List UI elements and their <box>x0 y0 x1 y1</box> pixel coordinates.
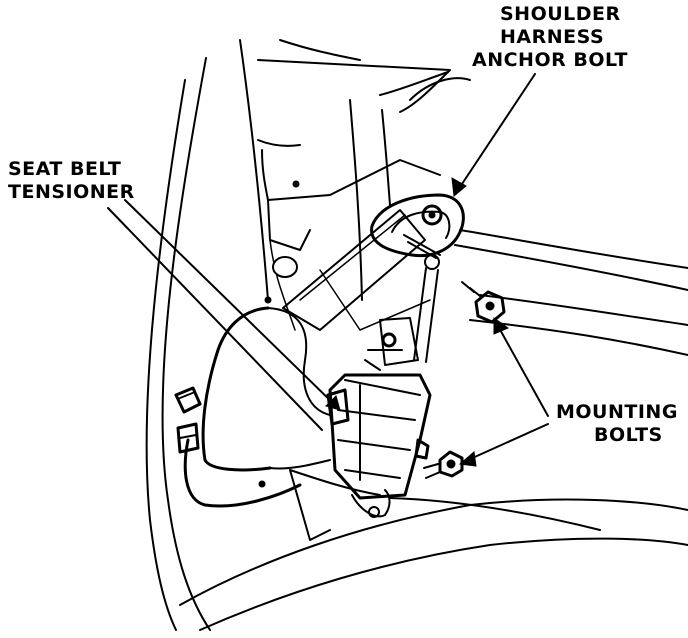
mounting-bolts-label: MOUNTING BOLTS <box>556 401 678 447</box>
shoulder-anchor-assembly <box>370 193 465 270</box>
panel-clips <box>258 180 300 488</box>
body-panel-outlines <box>145 39 688 631</box>
label-line: ANCHOR BOLT <box>472 49 628 71</box>
leader-lines <box>107 73 549 467</box>
mounting-bolt-upper <box>461 281 506 324</box>
label-line: SHOULDER <box>500 3 621 25</box>
wire-connectors <box>174 386 202 454</box>
label-line: MOUNTING <box>556 401 678 423</box>
label-line: HARNESS <box>500 26 605 48</box>
seat-belt-webbing <box>282 209 426 331</box>
label-line: TENSIONER <box>8 181 135 203</box>
label-line: BOLTS <box>594 424 663 446</box>
wire-harness <box>183 306 331 508</box>
guide-rod <box>413 267 439 363</box>
shoulder-harness-anchor-bolt-label: SHOULDER HARNESS ANCHOR BOLT <box>472 3 628 72</box>
mounting-bolt-lower <box>414 438 464 479</box>
seat-belt-tensioner-label: SEAT BELT TENSIONER <box>8 158 135 204</box>
label-line: SEAT BELT <box>8 158 122 180</box>
